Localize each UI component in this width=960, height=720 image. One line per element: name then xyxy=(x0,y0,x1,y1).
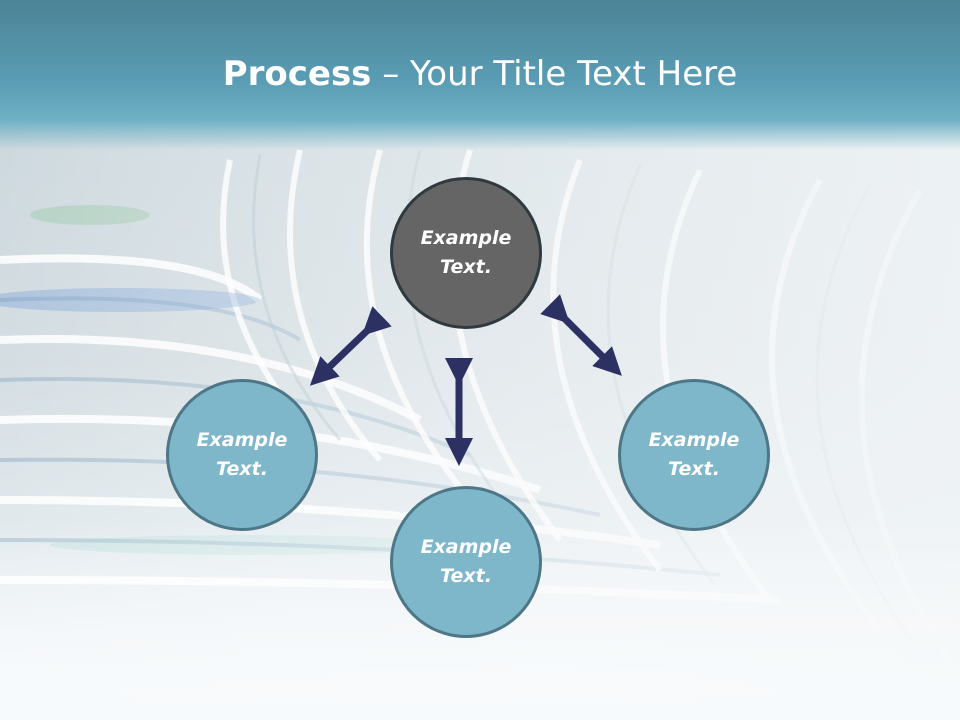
node-right-line2: Text. xyxy=(668,458,720,480)
slide-title: Process – Your Title Text Here xyxy=(0,52,960,96)
process-node-bottom[interactable]: Example Text. xyxy=(390,486,542,638)
process-node-left[interactable]: Example Text. xyxy=(166,379,318,531)
top-right-arrow xyxy=(540,294,622,376)
title-bold: Process xyxy=(222,54,372,94)
node-bottom-label: Example Text. xyxy=(406,533,526,591)
process-node-right[interactable]: Example Text. xyxy=(618,379,770,531)
node-top-label: Example Text. xyxy=(406,224,526,282)
node-right-label: Example Text. xyxy=(634,426,754,484)
node-right-line1: Example xyxy=(648,429,740,451)
node-top-line1: Example xyxy=(420,227,512,249)
node-left-line1: Example xyxy=(196,429,288,451)
title-rest: – Your Title Text Here xyxy=(371,54,738,94)
node-bottom-line2: Text. xyxy=(440,565,492,587)
node-left-label: Example Text. xyxy=(182,426,302,484)
title-bar xyxy=(0,0,960,150)
node-top-line2: Text. xyxy=(440,256,492,278)
process-node-top[interactable]: Example Text. xyxy=(390,177,542,329)
node-bottom-line1: Example xyxy=(420,536,512,558)
top-left-arrow xyxy=(309,306,392,386)
node-left-line2: Text. xyxy=(216,458,268,480)
